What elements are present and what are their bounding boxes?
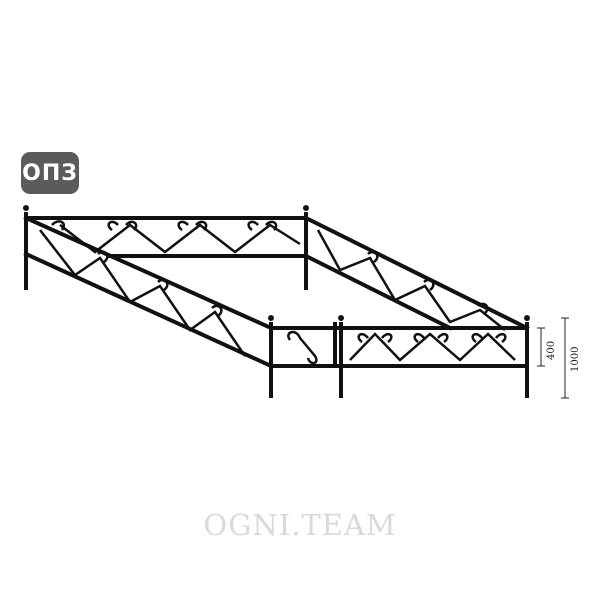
ornament-left: [39, 229, 247, 357]
model-badge: ОПЗ: [21, 152, 79, 194]
dimension-lines: [537, 317, 569, 399]
ornament-back: [51, 220, 301, 254]
fence-frame: [23, 215, 530, 369]
fence-posts: [24, 212, 529, 398]
dimension-400-label: 400: [546, 341, 557, 360]
ornament-right: [316, 229, 506, 331]
post-finials: [23, 205, 530, 321]
model-badge-label: ОПЗ: [22, 160, 78, 186]
ornament-front: [349, 332, 516, 362]
ornament-gate: [287, 330, 318, 365]
dimension-1000-label: 1000: [570, 347, 581, 372]
watermark: OGNI.TEAM: [203, 508, 397, 542]
